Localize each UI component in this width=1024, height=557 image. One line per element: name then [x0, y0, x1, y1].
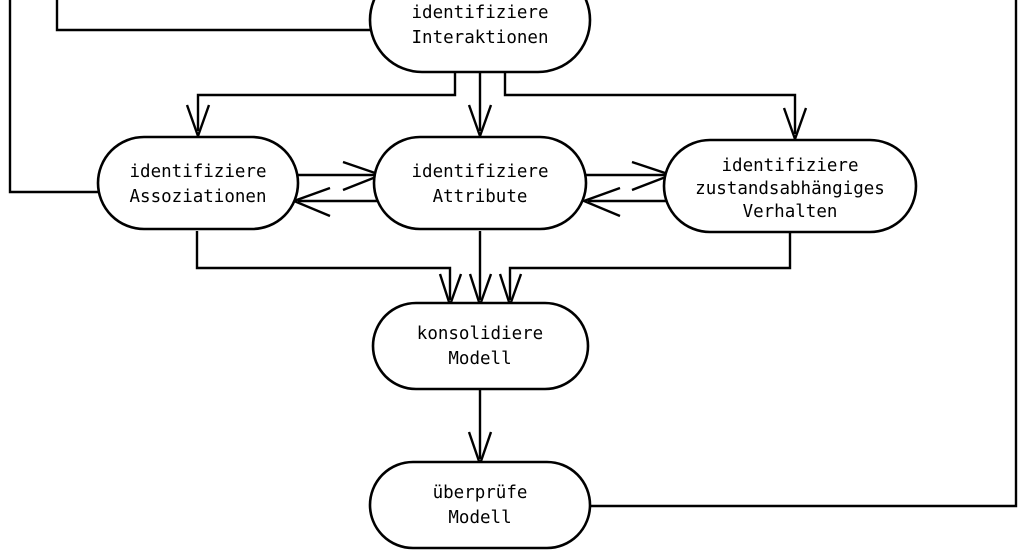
- edge-interaktionen-to-assoziationen: [185, 72, 457, 140]
- edge-assoziationen-feedback-left: [8, 0, 98, 194]
- edge-assoziationen-to-konsolidiere: [195, 231, 463, 309]
- node-label-line1: identifiziere: [412, 3, 549, 23]
- node-shape[interactable]: [96, 135, 300, 231]
- node-shape[interactable]: [372, 135, 588, 231]
- edge-konsolidiere-to-ueberpruefe: [467, 389, 493, 468]
- edge-attribute-verhalten: [580, 160, 675, 218]
- node-shape[interactable]: [368, 460, 592, 550]
- node-shape[interactable]: [371, 301, 590, 391]
- edge-line: [195, 231, 452, 300]
- node-label-line1: identifiziere: [412, 162, 549, 182]
- node-verhalten[interactable]: identifiziere zustandsabhängiges Verhalt…: [662, 138, 918, 234]
- edge-line: [503, 72, 797, 134]
- edge-verhalten-to-konsolidiere: [498, 233, 792, 309]
- node-label-line2: Assoziationen: [130, 187, 267, 207]
- edge-line: [196, 72, 457, 131]
- node-label-line2: Modell: [448, 349, 511, 369]
- arrowhead-left: [580, 186, 621, 218]
- edge-line: [55, 0, 370, 32]
- node-konsolidiere[interactable]: konsolidiere Modell: [371, 301, 590, 391]
- edge-line: [8, 0, 98, 194]
- node-label-line2: Interaktionen: [412, 28, 549, 48]
- edge-interaktionen-to-attribute: [467, 72, 493, 140]
- edge-interaktionen-to-verhalten: [503, 72, 808, 143]
- node-label-line3: Verhalten: [743, 202, 838, 222]
- node-label-line2: zustandsabhängiges: [695, 179, 885, 199]
- edge-ueberpruefe-feedback-right: [590, 0, 1018, 508]
- node-label-line1: identifiziere: [722, 156, 859, 176]
- node-assoziationen[interactable]: identifiziere Assoziationen: [96, 135, 300, 231]
- edge-line: [508, 233, 792, 300]
- node-interaktionen[interactable]: identifiziere Interaktionen: [368, 0, 592, 74]
- edge-interaktionen-feedback-left: [55, 0, 370, 32]
- node-shape[interactable]: [368, 0, 592, 74]
- edge-assoziationen-attribute: [290, 160, 385, 218]
- node-shape[interactable]: [662, 138, 918, 234]
- node-label-line2: Modell: [448, 508, 511, 528]
- node-ueberpruefe[interactable]: überprüfe Modell: [368, 460, 592, 550]
- edge-attribute-to-konsolidiere: [468, 231, 493, 309]
- node-attribute[interactable]: identifiziere Attribute: [372, 135, 588, 231]
- edge-line: [590, 0, 1018, 508]
- node-label-line1: identifiziere: [130, 162, 267, 182]
- node-label-line1: überprüfe: [433, 483, 528, 503]
- node-label-line2: Attribute: [433, 187, 528, 207]
- node-label-line1: konsolidiere: [417, 324, 543, 344]
